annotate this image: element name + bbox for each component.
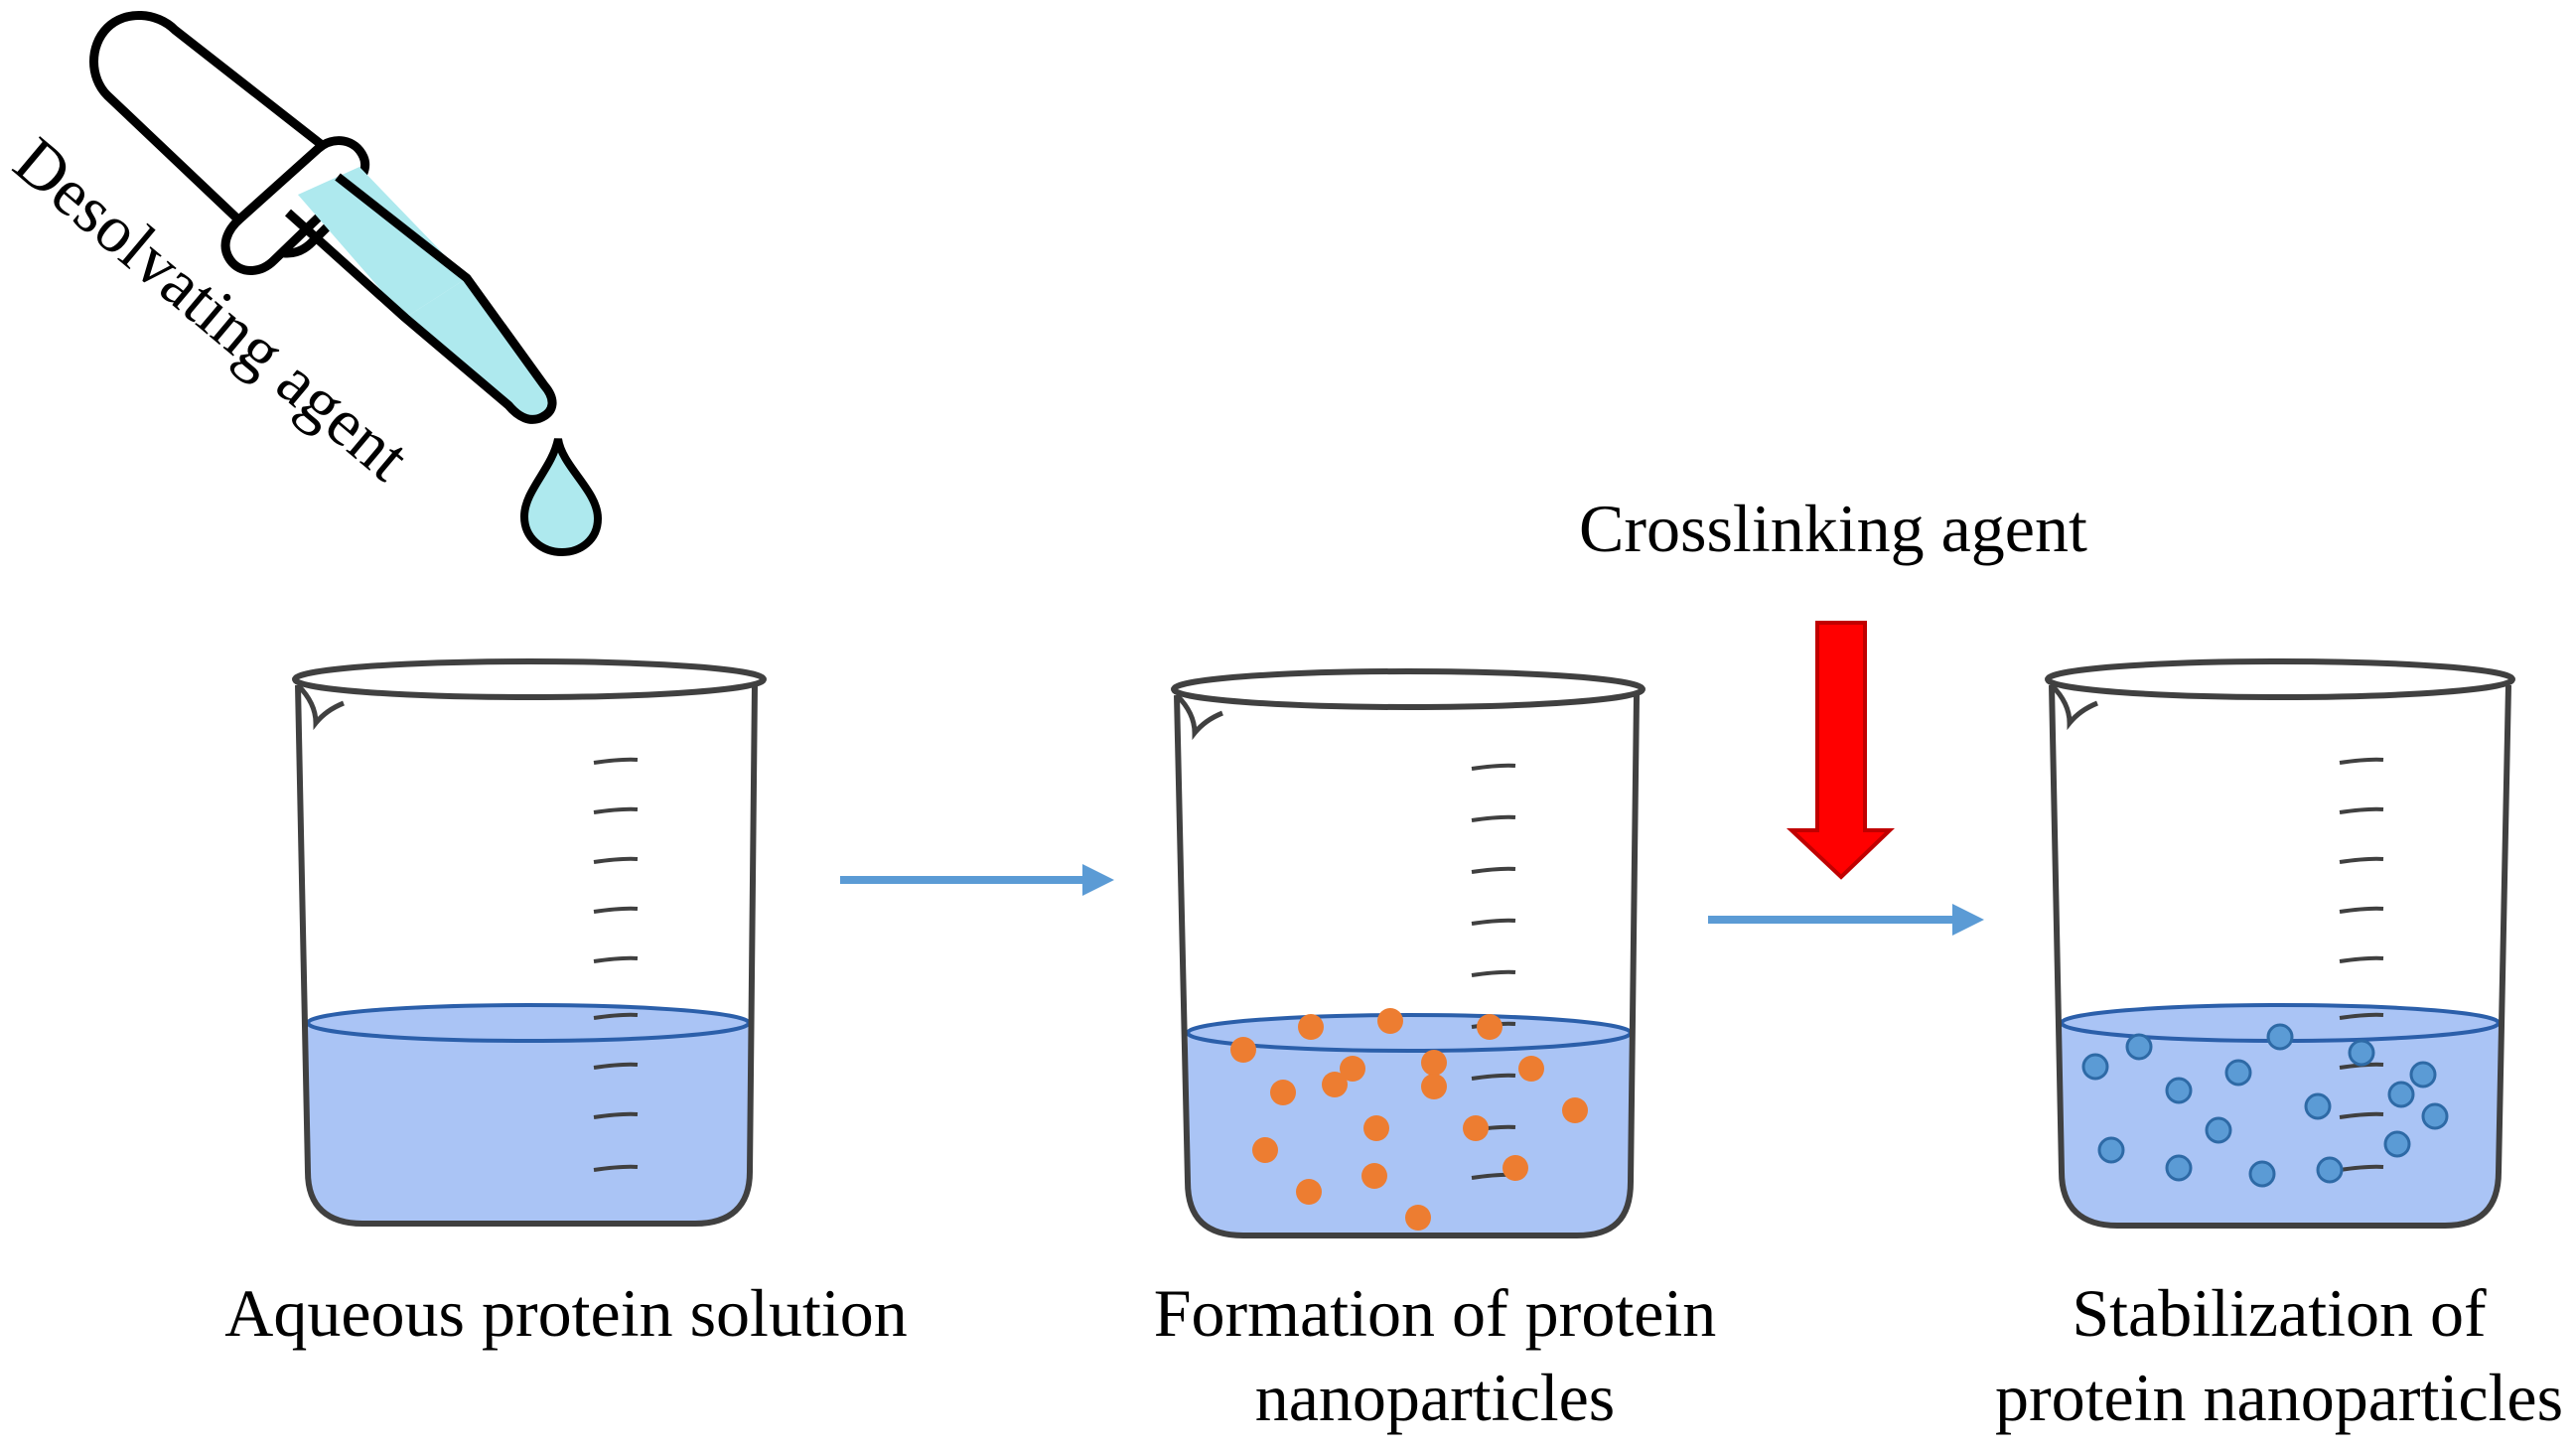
nanoparticle	[1340, 1056, 1365, 1082]
nanoparticle	[2125, 1033, 2153, 1061]
solution	[308, 1023, 750, 1222]
nanoparticle	[1421, 1074, 1447, 1099]
beaker-icon	[1174, 694, 1640, 1238]
beaker-3-label-line-1: Stabilization of	[2072, 1275, 2487, 1351]
beaker-3	[2045, 658, 2515, 1229]
nanoparticle	[2205, 1116, 2232, 1144]
beaker-1-label: Aqueous protein solution	[224, 1275, 908, 1351]
nanoparticle	[1377, 1008, 1403, 1034]
nanoparticle	[1296, 1179, 1322, 1205]
nanoparticle	[1463, 1115, 1489, 1141]
dropper-tube	[284, 173, 557, 424]
nanoparticle	[1363, 1115, 1389, 1141]
dropper-collar	[220, 136, 370, 275]
nanoparticle	[2409, 1061, 2437, 1089]
graduation-marks	[593, 757, 639, 1172]
droplet	[519, 438, 603, 557]
nanoparticle	[1421, 1050, 1447, 1076]
nanoparticle	[2304, 1092, 2332, 1120]
solution	[1188, 1033, 1631, 1234]
nanoparticle	[1322, 1072, 1348, 1097]
nanoparticle	[2165, 1077, 2193, 1104]
nanoparticle	[2248, 1160, 2276, 1188]
nanoparticle	[1230, 1037, 1256, 1063]
nanoparticle	[2348, 1039, 2375, 1067]
beaker-icon	[2049, 684, 2511, 1229]
nanoparticle	[1518, 1056, 1544, 1082]
beaker-2-label-line-1: Formation of protein	[1154, 1275, 1717, 1351]
stabilized-nanoparticles	[2081, 1023, 2449, 1188]
beaker-3-label-line-2: protein nanoparticles	[1995, 1360, 2563, 1435]
nanoparticle	[1562, 1097, 1588, 1123]
nanoparticle	[2224, 1059, 2252, 1087]
beaker-icon	[295, 684, 758, 1227]
beaker-2	[1171, 668, 1646, 1238]
nanoparticle	[1503, 1155, 1528, 1181]
nanoparticle	[1298, 1014, 1324, 1040]
crosslinking-agent-label: Crosslinking agent	[1579, 491, 2087, 566]
flow-arrow-2	[1708, 904, 1984, 936]
beaker-2-label-line-2: nanoparticles	[1255, 1360, 1616, 1435]
flow-arrow-1	[840, 864, 1114, 896]
crosslinking-arrow	[1786, 621, 1895, 880]
forming-nanoparticles	[1230, 1008, 1588, 1231]
nanoparticle	[2421, 1102, 2449, 1130]
nanoparticle	[1252, 1137, 1278, 1163]
nanoparticle	[1477, 1014, 1503, 1040]
nanoparticle	[2266, 1023, 2294, 1051]
nanoparticle	[2316, 1156, 2344, 1184]
nanoparticle	[2165, 1154, 2193, 1182]
nanoparticle	[2387, 1081, 2415, 1108]
nanoparticle	[2383, 1130, 2411, 1158]
nanoparticle	[1361, 1163, 1387, 1189]
nanoparticle	[1270, 1080, 1296, 1105]
nanoparticle	[1405, 1205, 1431, 1231]
dropper-icon	[89, 11, 603, 557]
nanoparticle	[2097, 1136, 2125, 1164]
nanoparticle	[2081, 1053, 2109, 1081]
beaker-1	[292, 658, 767, 1227]
